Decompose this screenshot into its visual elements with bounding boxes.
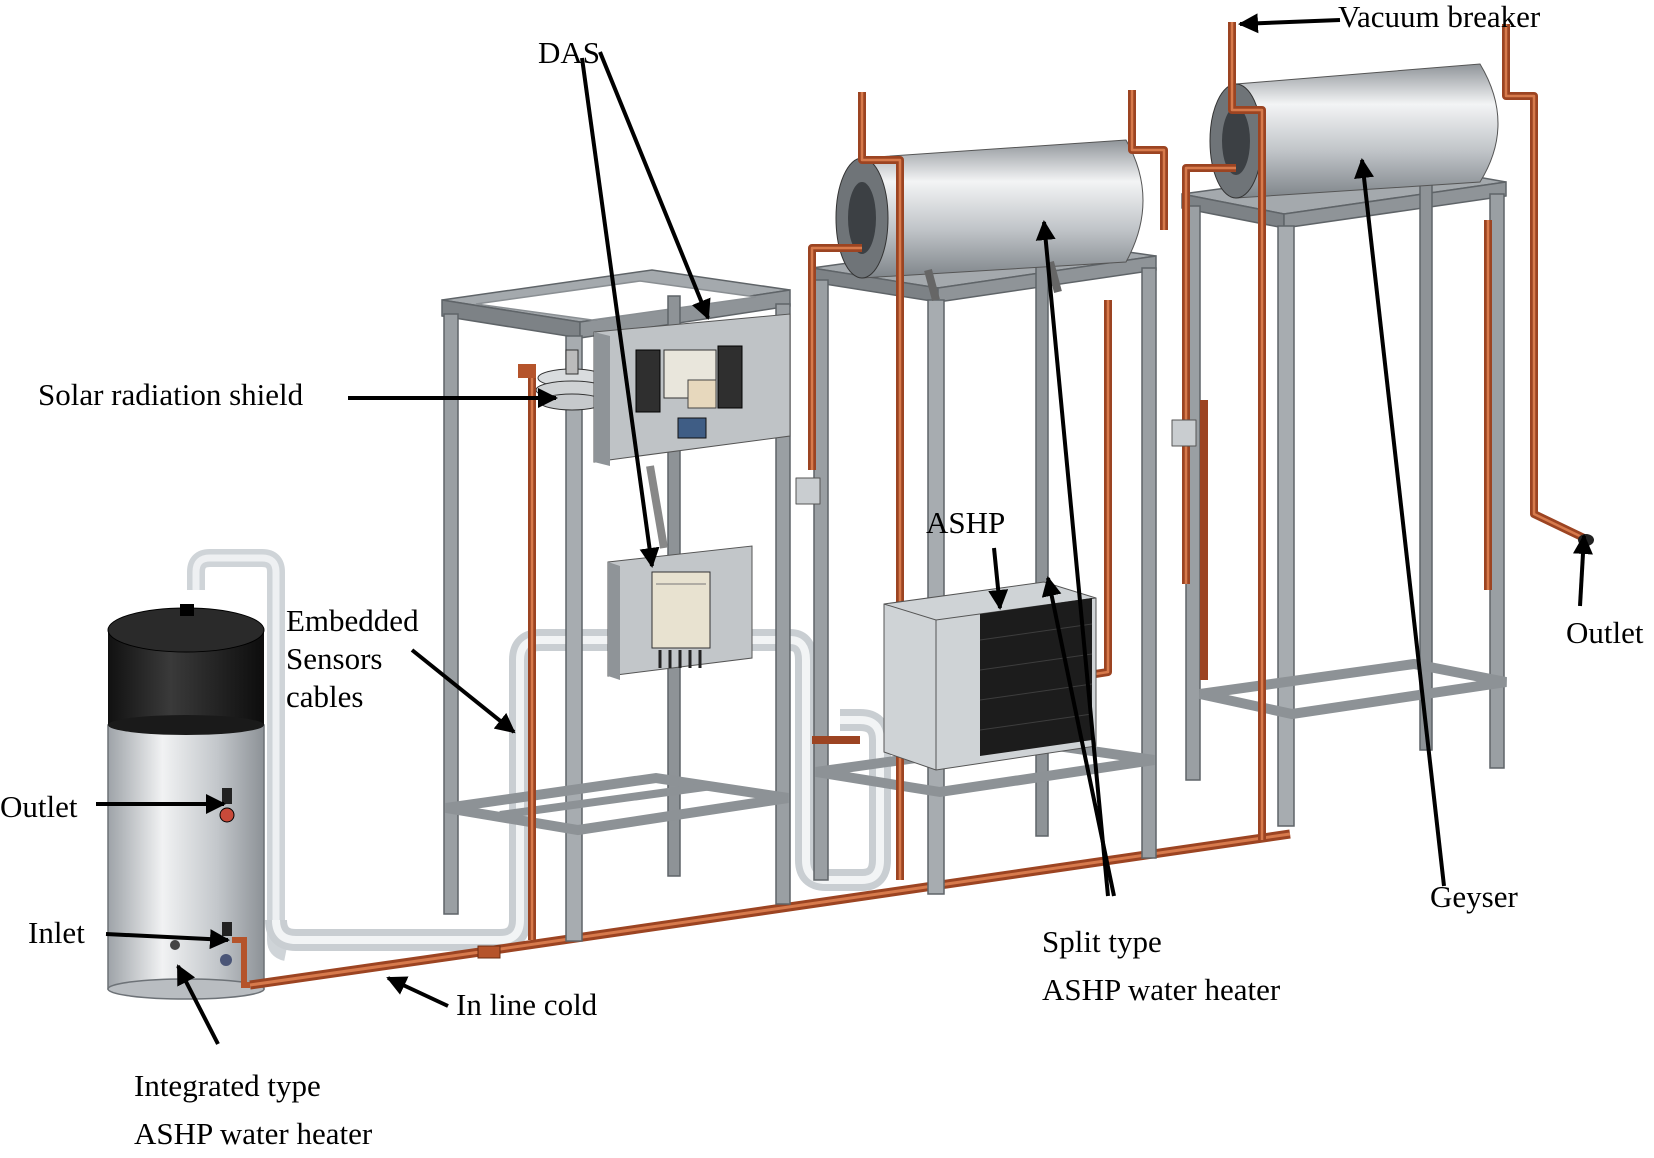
label-integrated-type: Integrated type ASHP water heater bbox=[134, 1062, 372, 1158]
label-split-line1: Split type bbox=[1042, 924, 1162, 959]
arrow-das-upper bbox=[598, 51, 711, 320]
label-inlet: Inlet bbox=[28, 915, 85, 950]
label-split-line2: ASHP water heater bbox=[1042, 972, 1281, 1007]
arrow-in-line-cold bbox=[386, 976, 449, 1008]
arrow-vacuum-breaker bbox=[1238, 13, 1341, 34]
label-das: DAS bbox=[538, 35, 601, 70]
arrow-embedded-cables bbox=[410, 648, 516, 734]
label-embedded-line3: cables bbox=[286, 679, 364, 714]
geyser-frame bbox=[1181, 163, 1507, 827]
label-integrated-line2: ASHP water heater bbox=[134, 1116, 373, 1151]
geyser-tank bbox=[1209, 63, 1499, 199]
label-embedded-line1: Embedded bbox=[286, 603, 419, 638]
label-solar-radiation-shield: Solar radiation shield bbox=[38, 377, 304, 412]
integrated-ashp-water-heater bbox=[107, 549, 289, 1000]
arrow-integrated bbox=[176, 964, 220, 1045]
geyser-copper-pipes bbox=[1171, 22, 1594, 840]
label-ashp: ASHP bbox=[926, 505, 1006, 540]
label-embedded-line2: Sensors bbox=[286, 641, 383, 676]
arrow-outlet-right bbox=[1572, 534, 1593, 607]
das-enclosure-upper bbox=[593, 313, 791, 549]
arrow-split-1 bbox=[1035, 220, 1110, 897]
ashp-unit bbox=[883, 581, 1097, 771]
copper-riser-das bbox=[518, 364, 536, 940]
annotation-arrows bbox=[96, 13, 1593, 1045]
arrow-ashp bbox=[988, 547, 1009, 610]
white-pipe-run bbox=[265, 629, 891, 951]
label-outlet-left: Outlet bbox=[0, 789, 78, 824]
arrow-split-2 bbox=[1041, 576, 1116, 897]
label-in-line-cold: In line cold bbox=[456, 987, 598, 1022]
label-split-type: Split type ASHP water heater bbox=[1042, 918, 1280, 1014]
arrow-geyser bbox=[1354, 158, 1446, 887]
in-line-cold-pipe bbox=[249, 829, 1291, 990]
label-embedded-sensors-cables: Embedded Sensors cables bbox=[286, 602, 419, 716]
label-integrated-line1: Integrated type bbox=[134, 1068, 321, 1103]
arrow-das-lower bbox=[580, 57, 660, 568]
arrow-inlet bbox=[105, 929, 230, 950]
label-vacuum-breaker: Vacuum breaker bbox=[1338, 0, 1541, 34]
das-enclosure-lower bbox=[607, 545, 753, 680]
label-geyser: Geyser bbox=[1430, 879, 1518, 914]
label-outlet-right: Outlet bbox=[1566, 615, 1644, 650]
